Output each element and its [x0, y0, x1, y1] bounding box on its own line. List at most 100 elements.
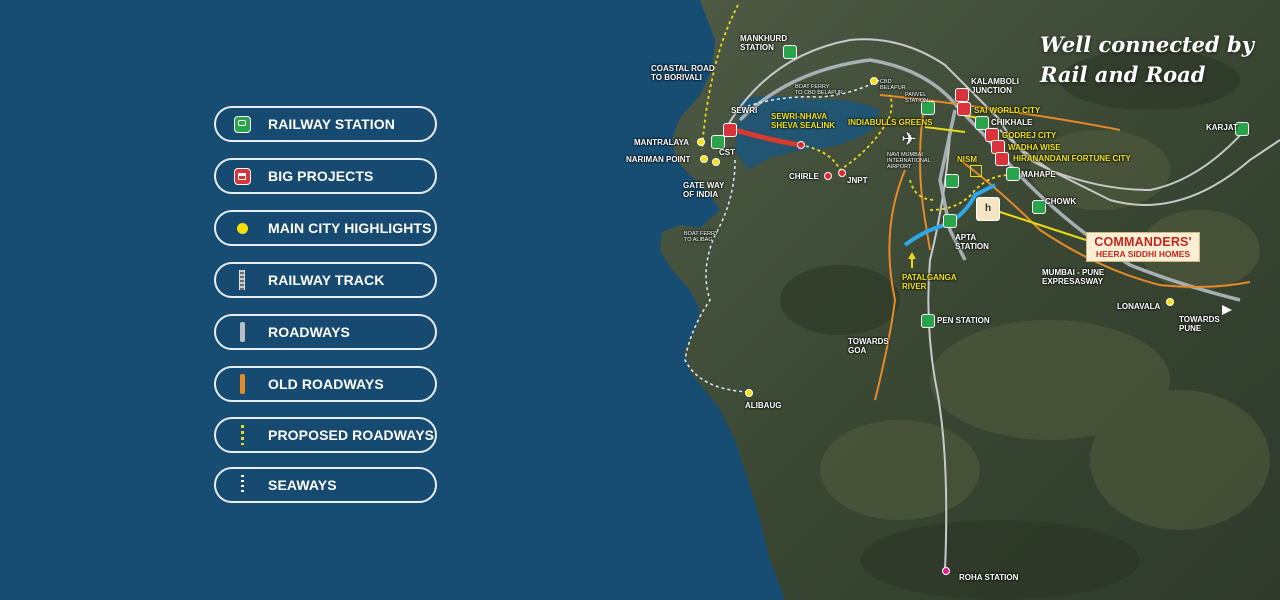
label-mankhurd: MANKHURD STATION — [740, 34, 788, 52]
label-jnpt: JNPT — [847, 176, 868, 185]
label-indiabulls: INDIABULLS GREENS — [848, 118, 933, 127]
legend-label: MAIN CITY HIGHLIGHTS — [268, 220, 432, 236]
sealink-end-dot-icon — [797, 141, 805, 149]
terrain-texture — [820, 130, 1270, 530]
label-mahape: MAHAPE — [1021, 170, 1056, 179]
mantralaya-dot-icon — [697, 138, 705, 146]
lonavala-dot-icon — [1166, 298, 1174, 306]
nariman-point-dot-icon — [700, 155, 708, 163]
label-cbd-belapur: CBD BELAPUR — [880, 79, 906, 91]
label-towards-goa: TOWARDS GOA — [848, 337, 889, 355]
alibaug-dot-icon — [745, 389, 753, 397]
legend-seaways: SEAWAYS — [214, 467, 437, 503]
big-projects-icon — [232, 166, 252, 186]
legend-label: PROPOSED ROADWAYS — [268, 427, 435, 443]
legend-label: SEAWAYS — [268, 477, 337, 493]
kalamboli-project-icon — [955, 88, 969, 102]
label-apta: APTA STATION — [955, 233, 989, 251]
railway-track-icon — [232, 270, 252, 290]
label-coastal-road: COASTAL ROAD TO BORIVALI — [651, 64, 715, 82]
label-kalamboli: KALAMBOLI JUNCTION — [971, 77, 1019, 95]
label-roha: ROHA STATION — [959, 573, 1019, 582]
legend-railway-station: RAILWAY STATION — [214, 106, 437, 142]
label-godrej: GODREJ CITY — [1002, 131, 1057, 140]
gateway-dot-icon — [712, 158, 720, 166]
seaways — [684, 79, 881, 393]
chirle-dot-icon — [824, 172, 832, 180]
towards-pune-arrow — [1222, 305, 1232, 315]
hiranandani-project-icon — [995, 152, 1009, 166]
legend-proposed-roadways: PROPOSED ROADWAYS — [214, 417, 437, 453]
label-chowk: CHOWK — [1045, 197, 1077, 206]
headline: Well connected by Rail and Road — [1040, 30, 1260, 90]
project-brand-box: COMMANDERS' HEERA SIDDHI HOMES — [1086, 232, 1200, 262]
project-name: COMMANDERS' — [1094, 235, 1192, 249]
label-wadhwa: WADHA WISE — [1008, 143, 1061, 152]
patalganga-river — [903, 183, 996, 247]
legend-railway-track: RAILWAY TRACK — [214, 262, 437, 298]
legend-label: ROADWAYS — [268, 324, 350, 340]
airport-area-station-icon — [945, 174, 959, 188]
roha-station-dot-icon — [942, 567, 950, 575]
apta-station-icon — [943, 214, 957, 228]
legend-label: OLD ROADWAYS — [268, 376, 384, 392]
city-highlight-dot-icon — [232, 218, 252, 238]
legend-label: RAILWAY TRACK — [268, 272, 385, 288]
jnpt-dot-icon — [838, 169, 846, 177]
label-mantralaya: MANTRALAYA — [634, 138, 689, 147]
label-boat-ferry-alibag: BOAT FERRY TO ALIBAG — [684, 231, 719, 243]
proposed-roadways — [701, 4, 1011, 211]
label-panvel: PANVEL STATION — [905, 92, 929, 104]
harbour-water — [735, 96, 880, 170]
legend-label: BIG PROJECTS — [268, 168, 374, 184]
label-pen: PEN STATION — [937, 316, 990, 325]
railway-station-icon — [232, 114, 252, 134]
pen-station-icon — [921, 314, 935, 328]
label-towards-pune: TOWARDS PUNE — [1179, 315, 1220, 333]
sewri-project-icon — [723, 123, 737, 137]
sai-world-city-project-icon — [957, 102, 971, 116]
karjat-station-icon — [1235, 122, 1249, 136]
legend-old-roadways: OLD ROADWAYS — [214, 366, 437, 402]
legend-big-projects: BIG PROJECTS — [214, 158, 437, 194]
old-roadway-icon — [232, 374, 252, 394]
label-chirle: CHIRLE — [789, 172, 819, 181]
cbd-belapur-dot-icon — [870, 77, 878, 85]
label-lonavala: LONAVALA — [1117, 302, 1161, 311]
label-boat-ferry-belapur: BOAT FERRY TO CBD BELAPUR — [795, 84, 843, 96]
label-cst: CST — [719, 148, 735, 157]
label-sewri: SEWRI — [731, 106, 758, 115]
label-alibaug: ALIBAUG — [745, 401, 782, 410]
headline-line-1: Well connected by — [1040, 32, 1254, 57]
nism-marker-icon — [970, 165, 982, 177]
panvel-station-icon — [921, 101, 935, 115]
project-subtitle: HEERA SIDDHI HOMES — [1095, 249, 1191, 259]
label-sealink: SEWRI-NHAVA SHEVA SEALINK — [771, 112, 836, 130]
proposed-roadway-icon — [232, 425, 252, 445]
project-location-icon: h — [976, 197, 1000, 221]
label-gateway: GATE WAY OF INDIA — [683, 181, 725, 199]
chikhale-station-icon — [975, 116, 989, 130]
label-sai-world-city: SAI WORLD CITY — [974, 106, 1041, 115]
terrain-dark — [780, 50, 1240, 600]
legend-main-city-highlights: MAIN CITY HIGHLIGHTS — [214, 210, 437, 246]
label-karjat: KARJAT — [1206, 123, 1238, 132]
mankhurd-station-icon — [783, 45, 797, 59]
patalganga-arrowhead — [908, 252, 916, 259]
headline-line-2: Rail and Road — [1040, 62, 1206, 87]
label-nism: NISM — [957, 155, 977, 164]
label-hiranandani: HIRANANDANI FORTUNE CITY — [1013, 154, 1131, 163]
mahape-station-icon — [1006, 167, 1020, 181]
label-expressway: MUMBAI - PUNE EXPRESASWAY — [1042, 268, 1105, 286]
railway-tracks — [727, 38, 1280, 571]
label-chikhale: CHIKHALE — [991, 118, 1033, 127]
legend-label: RAILWAY STATION — [268, 116, 395, 132]
label-navi-airport: NAVI MUMBAI INTERNATIONAL AIRPORT — [887, 152, 931, 170]
roadway-icon — [232, 322, 252, 342]
seaway-icon — [232, 475, 252, 495]
chowk-station-icon — [1032, 200, 1046, 214]
mantralaya-station-icon — [711, 135, 725, 149]
sewri-sealink — [734, 127, 801, 148]
label-patalganga: PATALGANGA RIVER — [902, 273, 957, 291]
